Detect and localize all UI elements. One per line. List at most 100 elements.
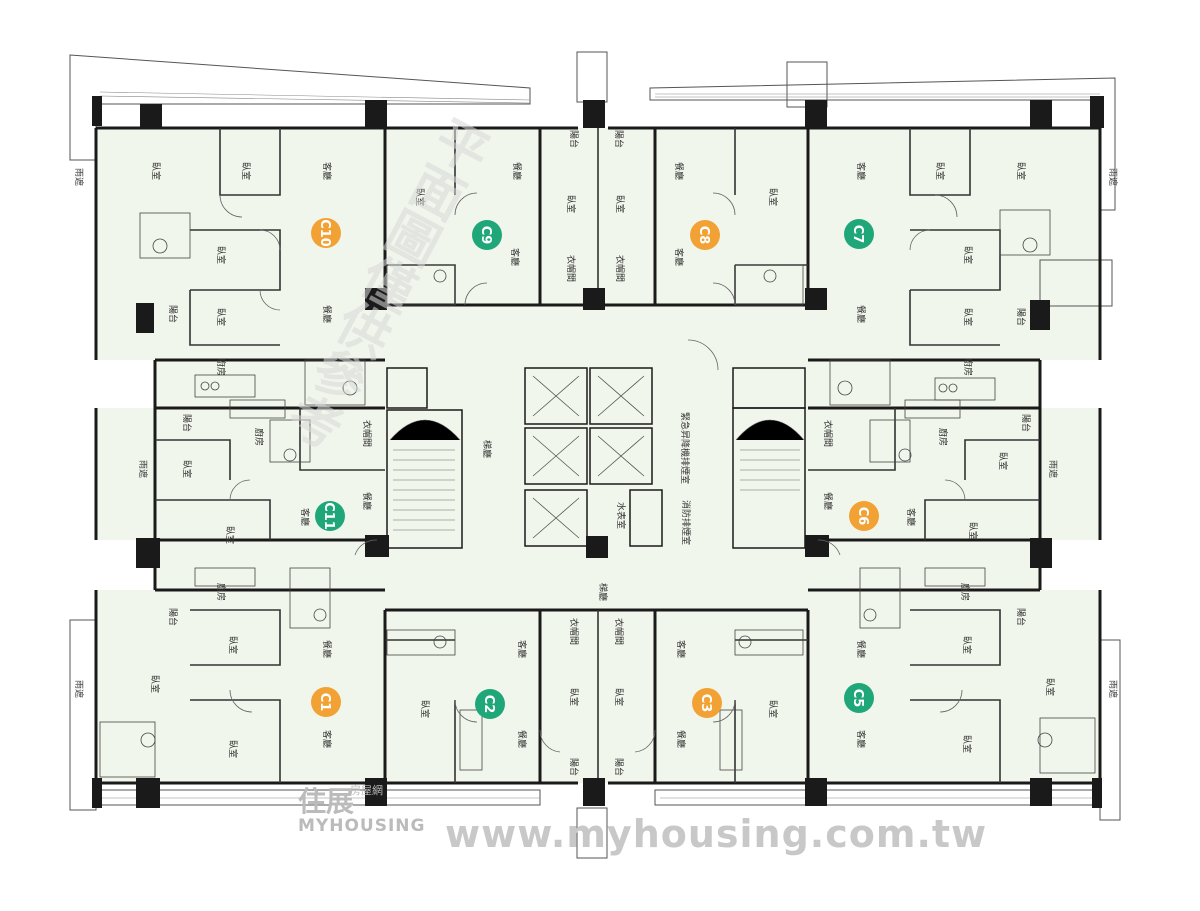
unit-badge-c5: C5 xyxy=(844,683,874,713)
room-label: 消防排煙室 xyxy=(680,500,692,545)
room-label: 臥室 xyxy=(997,452,1009,470)
room-label: 衣帽間 xyxy=(614,255,626,282)
unit-badge-c2: C2 xyxy=(475,689,505,719)
elevator-crosses xyxy=(532,375,645,539)
room-label: 餐廳 xyxy=(361,492,373,510)
room-label: 餐廳 xyxy=(675,730,687,748)
doors xyxy=(219,192,966,753)
room-label: 臥室 xyxy=(614,195,626,213)
room-label: 陽台 xyxy=(181,414,193,432)
room-label: 廚房 xyxy=(253,428,265,446)
watermark-url: www.myhousing.com.tw xyxy=(445,812,988,856)
room-label: 臥室 xyxy=(1044,678,1056,696)
room-label: 臥室 xyxy=(419,700,431,718)
room-label: 陽台 xyxy=(613,130,625,148)
room-label: 客廳 xyxy=(516,640,528,658)
room-label: 廚房 xyxy=(962,358,974,376)
room-label: 餐廳 xyxy=(673,162,685,180)
logo-main-text: 住展 xyxy=(298,785,355,818)
room-label: 衣帽間 xyxy=(565,255,577,282)
room-label: 臥室 xyxy=(227,636,239,654)
room-label: 餐廳 xyxy=(855,640,867,658)
room-label: 雨遮 xyxy=(73,168,85,186)
room-label: 臥室 xyxy=(565,195,577,213)
room-label: 臥室 xyxy=(961,636,973,654)
room-label: 臥室 xyxy=(1015,162,1027,180)
room-label: 臥室 xyxy=(767,188,779,206)
room-label: 客廳 xyxy=(905,508,917,526)
room-label: 緊急昇降機排煙室 xyxy=(679,412,691,484)
room-label: 客廳 xyxy=(673,248,685,266)
room-label: 臥室 xyxy=(767,700,779,718)
room-label: 陽台 xyxy=(167,305,179,323)
room-label: 客廳 xyxy=(299,508,311,526)
unit-badge-c1: C1 xyxy=(311,687,341,717)
room-label: 廚房 xyxy=(959,583,971,601)
room-label: 臥室 xyxy=(967,522,979,540)
room-label: 梯廳 xyxy=(597,583,609,601)
unit-badge-c10: C10 xyxy=(311,218,341,248)
core xyxy=(386,367,806,549)
unit-badge-label: C8 xyxy=(696,226,711,245)
room-label: 客廳 xyxy=(509,248,521,266)
unit-badge-label: C11 xyxy=(321,502,336,530)
unit-badge-label: C6 xyxy=(855,507,870,526)
room-label: 餐廳 xyxy=(321,640,333,658)
room-label: 雨遮 xyxy=(1107,168,1119,186)
room-label: 臥室 xyxy=(224,526,236,544)
unit-badge-c11: C11 xyxy=(315,501,345,531)
fixtures xyxy=(99,209,1096,778)
room-label: 臥室 xyxy=(150,162,162,180)
logo-sub-text: MYHOUSING xyxy=(298,816,426,836)
room-label: 雨遮 xyxy=(137,460,149,478)
room-label: 陽台 xyxy=(1020,414,1032,432)
unit-badge-c6: C6 xyxy=(849,501,879,531)
room-label: 臥室 xyxy=(568,688,580,706)
unit-badge-label: C1 xyxy=(317,693,332,712)
unit-badge-label: C2 xyxy=(481,695,496,714)
room-label: 雨遮 xyxy=(1047,460,1059,478)
room-label: 臥室 xyxy=(613,688,625,706)
unit-badge-circle xyxy=(311,218,341,248)
room-label: 客廳 xyxy=(855,162,867,180)
room-label: 客廳 xyxy=(855,730,867,748)
room-label: 臥室 xyxy=(962,246,974,264)
room-label: 衣帽間 xyxy=(822,420,834,447)
room-label: 餐廳 xyxy=(855,305,867,323)
room-label: 陽台 xyxy=(613,758,625,776)
room-label: 臥室 xyxy=(227,740,239,758)
room-label: 客廳 xyxy=(321,162,333,180)
room-label: 餐廳 xyxy=(822,492,834,510)
room-label: 陽台 xyxy=(167,608,179,626)
room-label: 臥室 xyxy=(215,246,227,264)
room-label: 廚房 xyxy=(215,358,227,376)
unit-badge-label: C5 xyxy=(850,689,865,708)
unit-badge-c9: C9 xyxy=(472,220,502,250)
room-label: 陽台 xyxy=(568,758,580,776)
unit-badge-label: C3 xyxy=(698,694,713,713)
room-label: 衣帽間 xyxy=(568,618,580,645)
room-label: 陽台 xyxy=(568,130,580,148)
room-label: 陽台 xyxy=(1015,608,1027,626)
unit-badge-label: C10 xyxy=(317,219,332,247)
room-label: 臥室 xyxy=(961,735,973,753)
unit-badge-label: C7 xyxy=(850,225,865,244)
room-label: 廚房 xyxy=(215,583,227,601)
room-label: 臥室 xyxy=(414,188,426,206)
room-label: 餐廳 xyxy=(321,305,333,323)
room-label: 梯廳 xyxy=(481,440,493,458)
room-label: 水表室 xyxy=(615,502,627,529)
room-label: 臥室 xyxy=(215,308,227,326)
room-label: 臥室 xyxy=(149,675,161,693)
room-label: 臥室 xyxy=(934,162,946,180)
unit-badge-c7: C7 xyxy=(844,219,874,249)
unit-badge-c8: C8 xyxy=(690,220,720,250)
logo-tag-text: 房屋網 xyxy=(350,784,383,797)
balcony-rails xyxy=(99,91,1100,799)
room-label: 餐廳 xyxy=(511,162,523,180)
room-labels: 臥室 臥室 客廳 臥室 餐廳 客廳 陽台 陽台 餐廳 客廳 臥室 客廳 臥室 臥… xyxy=(73,130,1119,776)
room-label: 陽台 xyxy=(1015,308,1027,326)
stair-treads xyxy=(389,419,805,531)
site-logo: 住展 房屋網 MYHOUSING xyxy=(298,780,438,842)
